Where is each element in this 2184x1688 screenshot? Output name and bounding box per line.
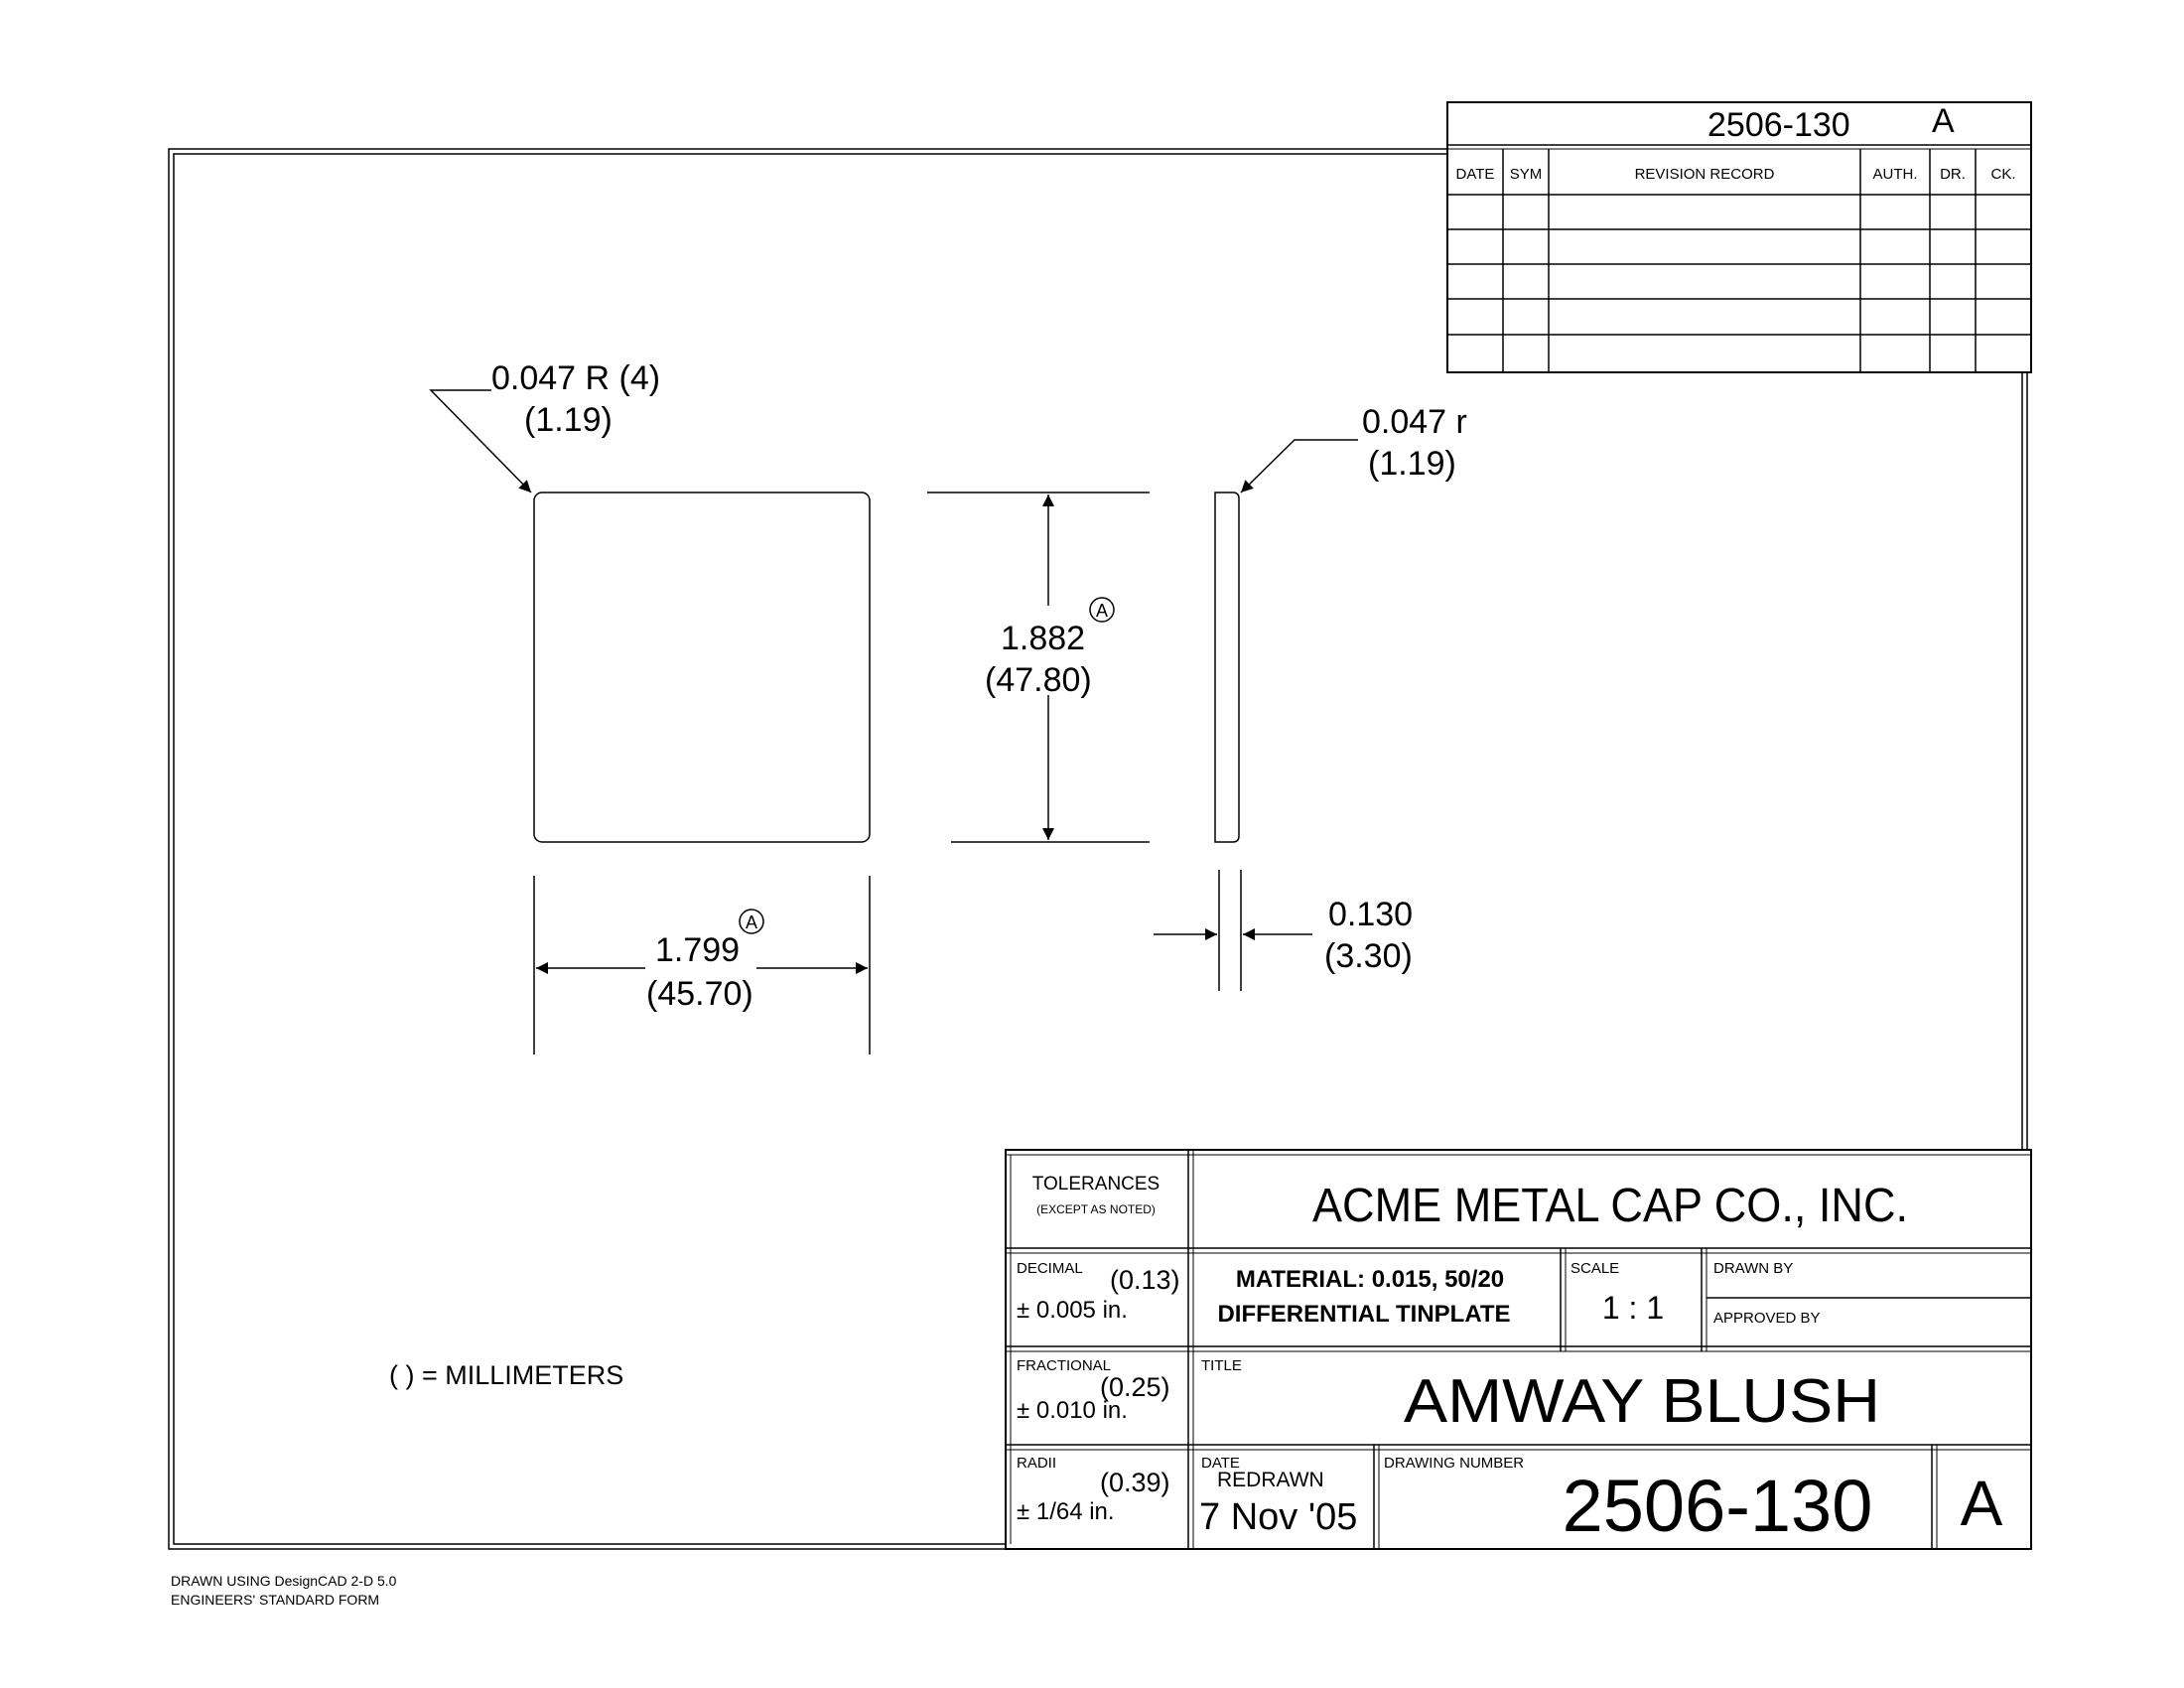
radii-value: ± 1/64 in. [1017,1498,1115,1525]
width-in: 1.799 [655,931,740,969]
material-line-1: MATERIAL: 0.015, 50/20 [1236,1266,1504,1293]
fractional-mm: (0.25) [1100,1372,1170,1402]
radii-mm: (0.39) [1100,1468,1170,1497]
material-line-2: DIFFERENTIAL TINPLATE [1217,1301,1510,1328]
thickness-mm: (3.30) [1324,937,1413,975]
edge-radius-callout: 0.047 r (1.19) [1240,403,1467,493]
scale-label: SCALE [1570,1260,1619,1277]
corner-radius-mm: (1.19) [524,401,613,439]
title-label: TITLE [1201,1357,1242,1374]
revision-block-number: 2506-130 [1707,106,1850,144]
footer-line-1: DRAWN USING DesignCAD 2-D 5.0 [171,1573,397,1589]
tolerances-label: TOLERANCES [1032,1174,1160,1195]
drawing-number-label: DRAWING NUMBER [1384,1455,1524,1472]
date-note: REDRAWN [1217,1469,1324,1491]
width-mm: (45.70) [646,975,753,1013]
date-value: 7 Nov '05 [1199,1496,1357,1538]
rev-header-ck: CK. [1990,166,2015,183]
width-marker-circle [739,909,764,934]
fractional-label: FRACTIONAL [1017,1357,1111,1374]
corner-radius-callout: 0.047 R (4) (1.19) [429,359,660,493]
radii-label: RADII [1017,1455,1056,1472]
rev-header-date: DATE [1456,166,1495,183]
height-marker-circle [1089,597,1115,623]
footer-line-2: ENGINEERS' STANDARD FORM [171,1592,379,1608]
width-marker: A [746,913,757,932]
revision-block-letter: A [1932,102,1955,140]
part-front-view [533,492,871,843]
decimal-mm: (0.13) [1110,1265,1180,1295]
height-dimension: 1.882 A (47.80) [927,492,1150,843]
drawing-title: AMWAY BLUSH [1404,1367,1880,1436]
part-side-view [1214,492,1240,843]
width-dimension: 1.799 A (45.70) [533,876,871,1055]
edge-radius-mm: (1.19) [1368,445,1456,483]
thickness-in: 0.130 [1328,896,1413,933]
rev-header-auth: AUTH. [1873,166,1918,183]
tolerances-sub: (EXCEPT AS NOTED) [1036,1202,1156,1216]
rev-header-dr: DR. [1940,166,1966,183]
rev-header-record: REVISION RECORD [1635,166,1775,183]
revision-letter: A [1961,1468,2003,1539]
height-marker: A [1096,601,1108,621]
date-label: DATE [1201,1455,1240,1472]
rev-header-sym: SYM [1510,166,1543,183]
thickness-dimension: 0.130 (3.30) [1154,870,1413,991]
drawing-number: 2506-130 [1563,1465,1873,1547]
height-in: 1.882 [1001,620,1085,657]
title-block: TOLERANCES (EXCEPT AS NOTED) ACME METAL … [1005,1149,2032,1550]
edge-radius-in: 0.047 r [1362,403,1467,441]
scale-value: 1 : 1 [1602,1290,1664,1326]
corner-radius-in: 0.047 R (4) [491,359,660,397]
units-note: ( ) = MILLIMETERS [389,1360,623,1390]
revision-block: 2506-130 A DATE SYM REVISION RECORD AUTH… [1446,101,2032,373]
approved-by-label: APPROVED BY [1713,1310,1821,1327]
fractional-value: ± 0.010 in. [1017,1397,1128,1424]
height-mm: (47.80) [985,661,1092,699]
decimal-value: ± 0.005 in. [1017,1297,1128,1324]
company-name: ACME METAL CAP CO., INC. [1312,1180,1908,1232]
drawn-by-label: DRAWN BY [1713,1260,1793,1277]
decimal-label: DECIMAL [1017,1260,1083,1277]
